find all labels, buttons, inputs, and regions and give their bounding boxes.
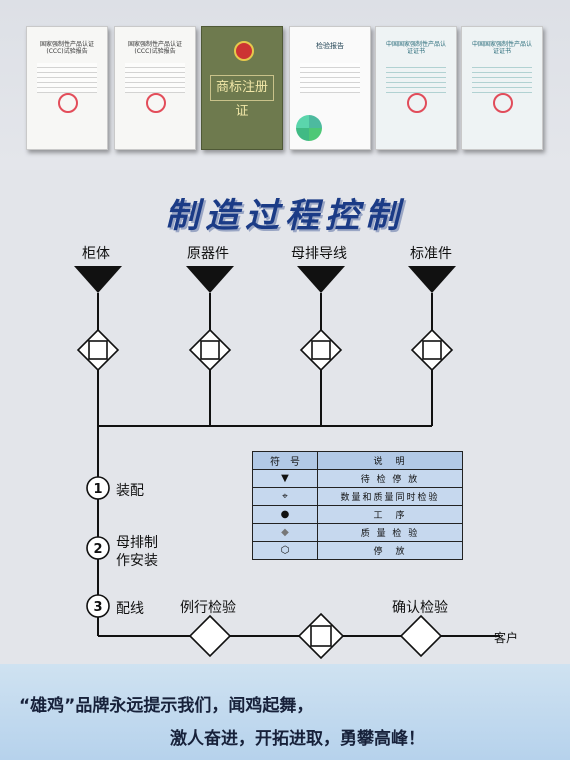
legend-desc: 质 量 检 验 <box>360 529 420 539</box>
certificate-title: 检验报告 <box>316 42 344 50</box>
legend-row: ⌖ 数量和质量同时检验 <box>253 487 462 505</box>
slogan-banner: “雄鸡”品牌永远提示我们，闻鸡起舞， 激人奋进，开拓进取，勇攀高峰！ <box>0 664 570 760</box>
confirmation-inspection-label: 确认检验 <box>392 600 448 616</box>
step-numbers: 1 2 3 <box>93 482 102 615</box>
routine-inspection-label: 例行检验 <box>180 600 236 616</box>
national-emblem-icon <box>234 41 254 61</box>
step-circle <box>86 594 110 618</box>
triangle-icon <box>297 266 345 293</box>
step-number: 2 <box>93 542 102 557</box>
section-heading: 制造过程控制 <box>165 196 405 236</box>
wait-markers <box>74 266 456 293</box>
dot-icon: ● <box>253 506 318 523</box>
legend-row: ⬡ 停 放 <box>253 541 462 559</box>
diamond-square-icon <box>76 328 120 372</box>
seal-icon <box>146 93 166 113</box>
legend-desc: 停 放 <box>373 547 407 557</box>
quality-check-diamond-icon <box>399 614 443 658</box>
legend-table: 符 号 说 明 ▼ 待 检 停 放 ⌖ 数量和质量同时检验 ● 工 序 ◆ 质 … <box>252 451 463 560</box>
legend-desc: 数量和质量同时检验 <box>340 493 440 503</box>
certificate-image: 中国国家强制性产品认证证书 <box>461 26 543 150</box>
certificate-text-lines <box>300 63 360 93</box>
slogan-line-1: “雄鸡”品牌永远提示我们，闻鸡起舞， <box>19 696 314 716</box>
legend-desc: 工 序 <box>373 511 407 521</box>
step-number: 1 <box>93 482 102 497</box>
certificate-image: 国家强制性产品认证(CCC)试验报告 <box>26 26 108 150</box>
certificate-text-lines <box>386 63 446 93</box>
seal-icon <box>493 93 513 113</box>
inspection-report-image: 检验报告 <box>289 26 371 150</box>
ribbon-icon <box>296 115 322 141</box>
certificate-header: 中国国家强制性产品认证证书 <box>385 41 446 55</box>
certificate-header: 国家强制性产品认证(CCC)试验报告 <box>127 41 182 55</box>
quantity-quality-checks <box>76 328 454 372</box>
step-label-busbar-line1: 母排制 <box>116 535 158 551</box>
certificate-text-lines <box>125 63 185 93</box>
triangle-icon <box>408 266 456 293</box>
step-label-assembly: 装配 <box>116 483 144 499</box>
legend-row: ● 工 序 <box>253 505 462 523</box>
slogan-line-2: 激人奋进，开拓进取，勇攀高峰！ <box>170 729 425 749</box>
triangle-icon: ▼ <box>253 470 318 487</box>
diamond-square-icon <box>299 328 343 372</box>
diamond-square-icon <box>410 328 454 372</box>
legend-row: ◆ 质 量 检 验 <box>253 523 462 541</box>
step-number: 3 <box>93 600 102 615</box>
certificate-image: 国家强制性产品认证(CCC)试验报告 <box>114 26 196 150</box>
diamond-square-icon: ⌖ <box>253 488 318 505</box>
step-circle <box>86 476 110 500</box>
certificate-title: 商标注册证 <box>210 75 274 119</box>
certificate-header: 中国国家强制性产品认证证书 <box>471 41 532 55</box>
legend-row: ▼ 待 检 停 放 <box>253 469 462 487</box>
certificate-header: 国家强制性产品认证(CCC)试验报告 <box>39 41 94 55</box>
legend-header-row: 符 号 说 明 <box>253 452 462 469</box>
triangle-icon <box>186 266 234 293</box>
customer-label: 客户 <box>494 631 519 645</box>
certificate-strip: 国家强制性产品认证(CCC)试验报告 国家强制性产品认证(CCC)试验报告 商标… <box>0 0 570 170</box>
step-label-wiring: 配线 <box>116 601 144 617</box>
certificate-text-lines <box>472 63 532 93</box>
seal-icon <box>58 93 78 113</box>
hexagon-icon: ⬡ <box>253 542 318 559</box>
input-label-standard-parts: 标准件 <box>410 246 452 262</box>
input-label-cabinet: 柜体 <box>82 246 110 262</box>
input-label-components: 原器件 <box>187 246 229 262</box>
quality-check-diamond-icon <box>188 614 232 658</box>
seal-icon <box>407 93 427 113</box>
triangle-icon <box>74 266 122 293</box>
final-inspections <box>188 612 443 660</box>
diamond-icon: ◆ <box>253 524 318 541</box>
diamond-square-icon <box>297 612 345 660</box>
trademark-certificate-image: 商标注册证 <box>201 26 283 150</box>
input-label-busbar-wire: 母排导线 <box>291 246 347 262</box>
legend-desc: 待 检 停 放 <box>360 475 420 485</box>
step-label-busbar-line2: 作安装 <box>116 553 158 569</box>
diamond-square-icon <box>188 328 232 372</box>
certificate-text-lines <box>37 63 97 93</box>
process-steps <box>86 476 110 618</box>
legend-header-symbol: 符 号 <box>253 452 318 469</box>
step-circle <box>86 536 110 560</box>
legend-header-desc: 说 明 <box>373 457 407 467</box>
certificate-image: 中国国家强制性产品认证证书 <box>375 26 457 150</box>
